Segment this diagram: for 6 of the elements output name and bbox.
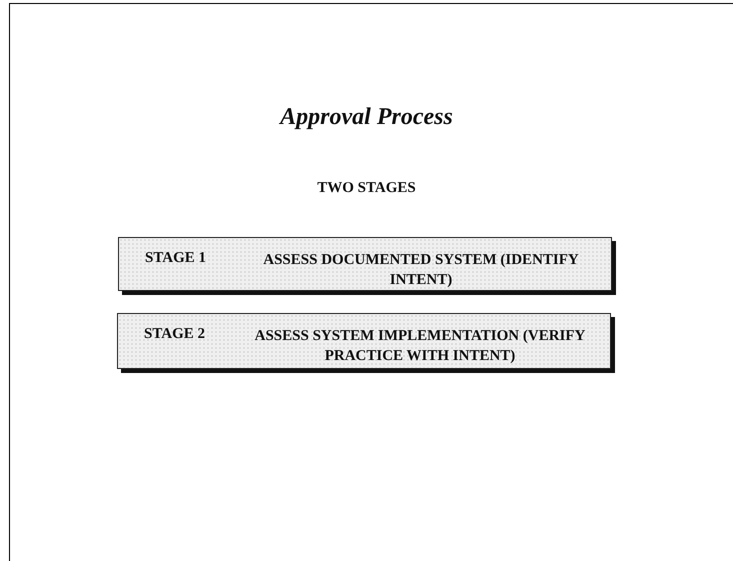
subheading: TWO STAGES <box>316 180 417 197</box>
stage-description: ASSESS SYSTEM IMPLEMENTATION (VERIFY PRACTICE WITH INTENT) <box>254 327 586 366</box>
stage-label: STAGE 1 <box>145 250 207 267</box>
title: Approval Process <box>278 104 454 131</box>
stage-description: ASSESS DOCUMENTED SYSTEM (IDENTIFY INTENT) <box>262 251 580 290</box>
stage-label: STAGE 2 <box>144 326 206 343</box>
